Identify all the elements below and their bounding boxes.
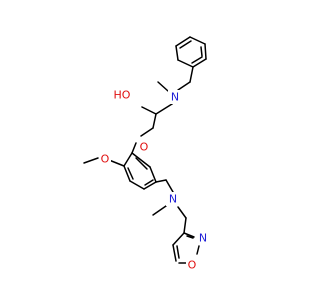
bond <box>189 36 206 45</box>
bond <box>149 166 157 183</box>
atom-background <box>110 88 134 102</box>
bond <box>123 152 133 167</box>
bond <box>172 244 177 262</box>
molecule-diagram: N HO O O N N O <box>83 36 210 272</box>
bond <box>175 45 179 61</box>
bond <box>186 235 194 239</box>
structure-drawing: N HO O O N N O <box>83 36 210 272</box>
atom-background <box>186 258 198 272</box>
bond <box>165 179 174 193</box>
atom-label-n: N <box>169 193 177 206</box>
bond <box>131 152 151 168</box>
bond <box>127 167 134 180</box>
atom-label-o: O <box>101 153 110 166</box>
atom-label-ho: HO <box>114 89 131 102</box>
bond <box>83 157 99 164</box>
bond <box>144 179 154 186</box>
atom-label-o: O <box>140 141 149 154</box>
bond <box>177 206 187 219</box>
atom-label-o: O <box>188 259 197 272</box>
bond <box>123 165 131 182</box>
atom-background <box>99 152 111 166</box>
bond <box>155 179 167 183</box>
atom-background <box>196 231 210 245</box>
bond <box>135 157 148 170</box>
bond <box>129 180 145 190</box>
bond <box>177 59 194 68</box>
bond <box>200 46 203 57</box>
atom-label-n: N <box>171 91 179 104</box>
bond <box>176 245 180 259</box>
bond <box>177 81 191 91</box>
atom-background <box>166 192 180 206</box>
bond <box>152 113 157 129</box>
bond <box>189 66 194 83</box>
bond <box>175 36 191 47</box>
bond <box>108 159 125 167</box>
bond <box>143 181 157 190</box>
bond <box>131 142 137 154</box>
bond <box>191 56 203 64</box>
bond <box>183 217 187 234</box>
bond <box>179 40 192 49</box>
bond <box>196 245 200 255</box>
bond <box>152 205 167 216</box>
bond <box>141 106 157 115</box>
atom-background <box>138 140 150 154</box>
bond <box>157 81 169 92</box>
bond <box>140 127 154 137</box>
atom-labels: N HO O O N N O <box>99 88 210 272</box>
bond <box>192 58 207 68</box>
atom-background <box>168 90 182 104</box>
atom-label-n: N <box>199 232 207 245</box>
bond <box>155 103 173 115</box>
bond <box>183 232 195 238</box>
bond <box>172 232 185 246</box>
bond <box>204 43 207 60</box>
